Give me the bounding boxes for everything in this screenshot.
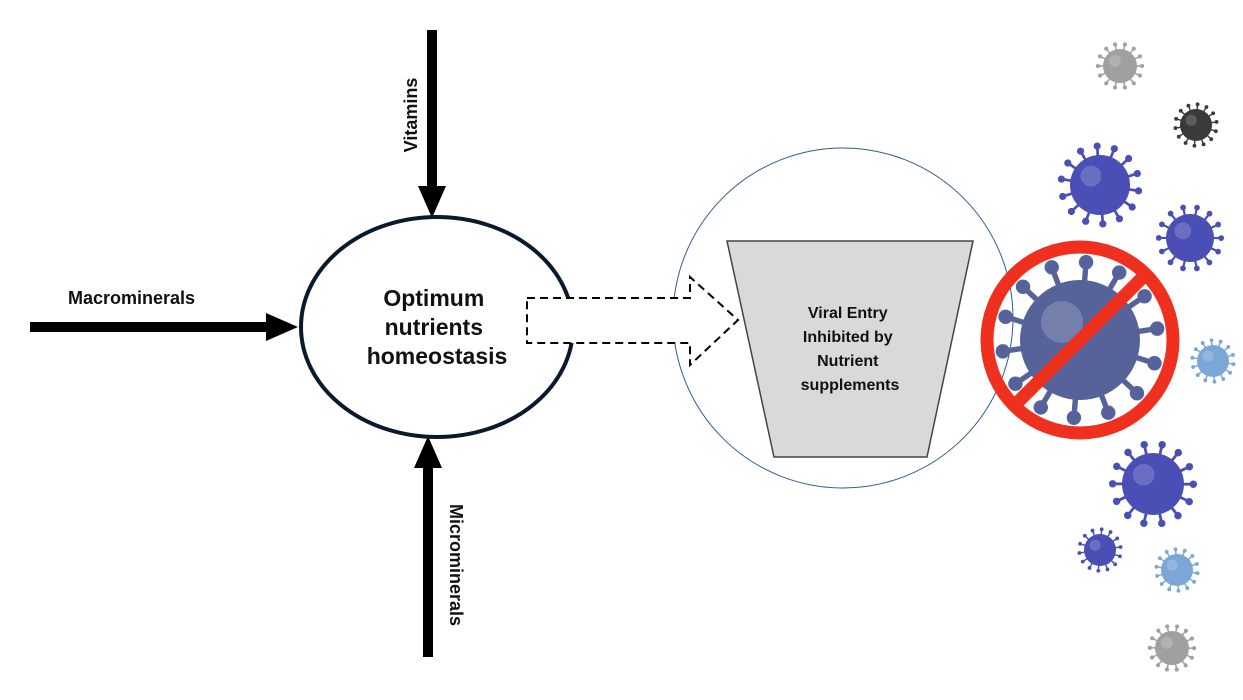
prohibition-sign-icon <box>980 240 1180 440</box>
funnel-label: Viral Entry Inhibited by Nutrient supple… <box>801 305 900 394</box>
virus-icon <box>1154 547 1200 593</box>
microminerals-label: Microminerals <box>446 504 466 626</box>
virus-icon <box>1155 204 1225 272</box>
virus-icon <box>1095 42 1145 90</box>
virus-icon <box>1077 527 1123 573</box>
virus-group <box>995 42 1236 672</box>
virus-icon <box>1190 338 1236 384</box>
macrominerals-arrow <box>30 313 298 341</box>
macrominerals-label: Macrominerals <box>68 288 195 308</box>
microminerals-arrow <box>414 436 442 657</box>
funnel-shape <box>726 240 974 458</box>
homeostasis-label: Optimum nutrients homeostasis <box>367 285 508 369</box>
virus-icon <box>1057 142 1143 228</box>
virus-icon <box>1173 102 1219 148</box>
virus-icon <box>1147 624 1197 672</box>
hollow-arrow-icon <box>526 274 740 368</box>
virus-icon <box>1108 440 1198 528</box>
vitamins-arrow <box>418 30 446 218</box>
vitamins-label: Vitamins <box>401 78 421 153</box>
